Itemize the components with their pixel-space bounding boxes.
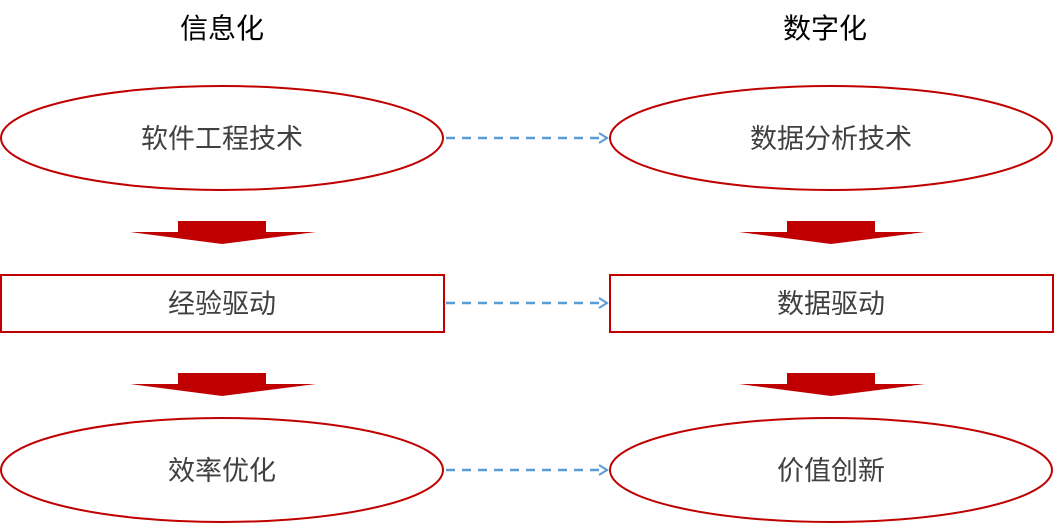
right-middle-node: 数据驱动 xyxy=(609,274,1054,333)
right-middle-rect xyxy=(609,274,1054,333)
left-down-arrow-1 xyxy=(130,221,316,244)
right-bottom-node: 价值创新 xyxy=(609,417,1053,523)
left-top-label: 软件工程技术 xyxy=(141,124,303,155)
right-top-ellipse xyxy=(609,85,1053,191)
right-middle-label: 数据驱动 xyxy=(777,289,885,320)
left-top-node: 软件工程技术 xyxy=(0,85,444,191)
left-middle-node: 经验驱动 xyxy=(0,274,445,333)
left-bottom-ellipse xyxy=(0,417,444,523)
right-column-title: 数字化 xyxy=(783,12,867,45)
right-bottom-ellipse xyxy=(609,417,1053,523)
right-bottom-label: 价值创新 xyxy=(777,456,885,487)
right-top-label: 数据分析技术 xyxy=(750,124,912,155)
left-top-ellipse xyxy=(0,85,444,191)
left-bottom-label: 效率优化 xyxy=(168,456,276,487)
left-middle-label: 经验驱动 xyxy=(168,289,276,320)
left-bottom-node: 效率优化 xyxy=(0,417,444,523)
right-down-arrow-2 xyxy=(739,373,925,396)
right-top-node: 数据分析技术 xyxy=(609,85,1053,191)
left-middle-rect xyxy=(0,274,445,333)
left-column-title: 信息化 xyxy=(180,12,264,45)
left-down-arrow-2 xyxy=(130,373,316,396)
right-down-arrow-1 xyxy=(739,221,925,244)
